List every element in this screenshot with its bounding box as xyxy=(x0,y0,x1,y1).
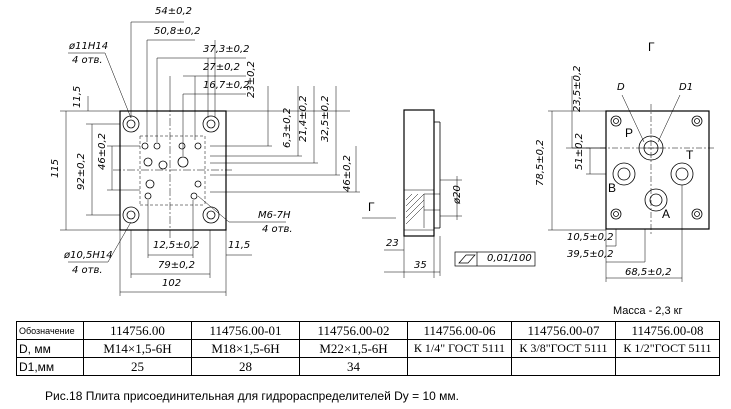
table-cell: К 3/8"ГОСТ 5111 xyxy=(511,339,616,358)
table-cell: M22×1,5-6H xyxy=(299,339,408,358)
dim-54: 54±0,2 xyxy=(155,6,193,17)
dim-21-4: 21,4±0,2 xyxy=(298,95,309,142)
table-cell: M14×1,5-6H xyxy=(83,339,192,358)
view-g xyxy=(548,76,716,282)
dim-23-side: 23 xyxy=(386,238,399,249)
col-header: 114756.00 xyxy=(83,321,192,340)
dim-51: 51±0,2 xyxy=(574,132,585,170)
dim-11-5-bottom: 11,5 xyxy=(228,240,251,251)
row-label: D, мм xyxy=(16,339,84,358)
hole-bottom-count: 4 отв. xyxy=(72,265,103,276)
port-t: T xyxy=(686,148,694,162)
table-cell xyxy=(615,357,720,376)
dim-12-5: 12,5±0,2 xyxy=(153,240,200,251)
dim-10-5: 10,5±0,2 xyxy=(567,232,614,243)
dim-46-left: 46±0,2 xyxy=(97,132,108,170)
label-d1: D1 xyxy=(679,82,694,93)
header-label: Обозначение xyxy=(16,321,84,340)
label-d: D xyxy=(617,82,625,93)
col-header: 114756.00-06 xyxy=(407,321,512,340)
table-cell: 28 xyxy=(191,357,300,376)
dim-68-5: 68,5±0,2 xyxy=(625,267,672,278)
view-g-title: Г xyxy=(648,40,655,54)
dim-23-5: 23,5±0,2 xyxy=(572,65,583,112)
mass-label: Масса - 2,3 кг xyxy=(613,305,683,317)
flatness-symbol xyxy=(454,251,536,267)
spec-table: Обозначение 114756.00 114756.00-01 11475… xyxy=(16,321,720,376)
dim-37-3: 37,3±0,2 xyxy=(203,44,250,55)
col-header: 114756.00-08 xyxy=(615,321,720,340)
dim-32-5: 32,5±0,2 xyxy=(320,95,331,142)
table-cell xyxy=(407,357,512,376)
port-b: B xyxy=(608,181,617,195)
table-cell: К 1/4" ГОСТ 5111 xyxy=(407,339,512,358)
port-p: P xyxy=(625,126,634,140)
dim-50-8: 50,8±0,2 xyxy=(154,26,201,37)
dim-78-5: 78,5±0,2 xyxy=(535,139,546,186)
dim-115: 115 xyxy=(50,158,61,178)
dim-dia-20: ø20 xyxy=(452,185,463,204)
dim-35: 35 xyxy=(414,260,427,271)
dim-79: 79±0,2 xyxy=(158,260,196,271)
thread-count: 4 отв. xyxy=(262,224,293,235)
hole-top-dia: ø11H14 xyxy=(69,41,109,52)
dim-11-5-left: 11,5 xyxy=(72,85,83,108)
dim-23: 23±0,2 xyxy=(246,60,257,98)
dim-27: 27±0,2 xyxy=(203,62,241,73)
col-header: 114756.00-02 xyxy=(299,321,408,340)
side-view xyxy=(362,109,536,278)
row-label: D1,мм xyxy=(16,357,84,376)
thread-spec: M6-7H xyxy=(258,210,291,221)
hole-top-count: 4 отв. xyxy=(72,55,103,66)
table-cell xyxy=(511,357,616,376)
dim-46-right: 46±0,2 xyxy=(342,154,353,192)
table-row-d: D, мм M14×1,5-6H M18×1,5-6H M22×1,5-6H К… xyxy=(16,339,720,358)
dim-16-7: 16,7±0,2 xyxy=(203,80,250,91)
table-cell: К 1/2"ГОСТ 5111 xyxy=(615,339,720,358)
front-view xyxy=(60,21,360,296)
dim-102: 102 xyxy=(162,278,182,289)
table-row-d1: D1,мм 25 28 34 xyxy=(16,357,720,376)
figure-caption: Рис.18 Плита присоединительная для гидро… xyxy=(45,389,459,403)
col-header: 114756.00-07 xyxy=(511,321,616,340)
view-marker-g: Г xyxy=(368,200,375,214)
technical-drawing xyxy=(60,21,716,296)
dim-6-3: 6,3±0,2 xyxy=(282,107,293,148)
flatness-value: 0,01/100 xyxy=(487,253,532,264)
hole-bottom-dia: ø10,5Н14 xyxy=(64,250,113,261)
port-a: A xyxy=(662,207,671,221)
col-header: 114756.00-01 xyxy=(191,321,300,340)
table-cell: 25 xyxy=(83,357,192,376)
dim-39-5: 39,5±0,2 xyxy=(567,249,614,260)
table-cell: 34 xyxy=(299,357,408,376)
table-cell: M18×1,5-6H xyxy=(191,339,300,358)
table-header-row: Обозначение 114756.00 114756.00-01 11475… xyxy=(16,321,720,340)
dim-92: 92±0,2 xyxy=(76,152,87,190)
